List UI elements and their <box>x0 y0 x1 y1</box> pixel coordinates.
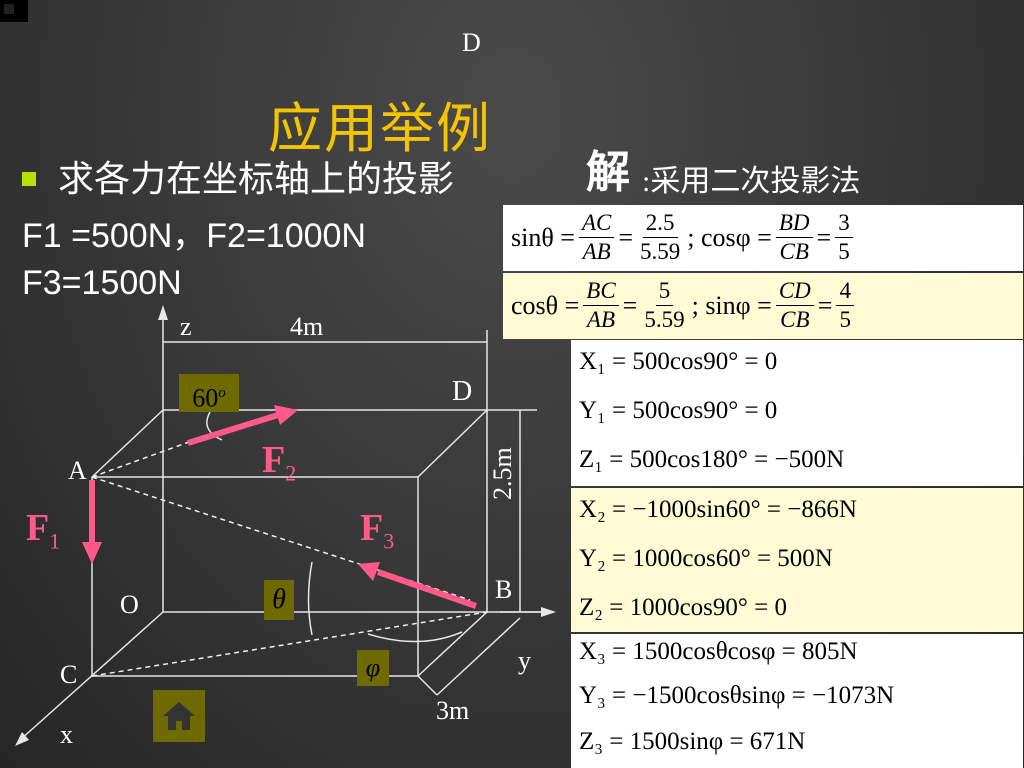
frac-bd: BD <box>775 209 813 238</box>
solution-method: :采用二次投影法 <box>642 165 861 198</box>
equations-force2: X₂ = −1000sin60° = −866N Y₂ = 1000cos60°… <box>571 488 1023 632</box>
point-a-label: A <box>68 456 87 485</box>
given-forces-line2: F3=1500N <box>22 264 182 302</box>
frac-cb2: CB <box>780 307 810 332</box>
x-axis-arrow <box>15 732 29 746</box>
bullet-square-icon <box>22 172 36 186</box>
frac-ac: AC <box>578 209 615 238</box>
eq-x3: X₃ = 1500cosθcosφ = 805N <box>579 638 858 665</box>
equations-force1: X₁ = 500cos90° = 0 Y₁ = 500cos90° = 0 Z₁… <box>571 340 1023 486</box>
eq-z3: Z₃ = 1500sinφ = 671N <box>579 728 806 755</box>
frac-val-559: 5.59 <box>640 239 681 264</box>
eq-y3: Y₃ = −1500cosθsinφ = −1073N <box>579 682 895 709</box>
home-button[interactable] <box>153 690 205 742</box>
sin-phi-label: ; sinφ = <box>691 290 772 320</box>
force-f2-label: F2 <box>262 439 297 486</box>
frac-val-5b: 5 <box>655 277 674 306</box>
frac-cb: CB <box>779 239 809 264</box>
eq-y1: Y₁ = 500cos90° = 0 <box>579 397 778 424</box>
force-f3-label: F3 <box>360 507 395 554</box>
y-axis-label: y <box>518 646 531 675</box>
frac-val-559b: 5.59 <box>644 307 685 332</box>
frac-cd: CD <box>775 277 814 306</box>
given-forces-line1: F1 =500N，F2=1000N <box>22 217 366 255</box>
point-d-label: D <box>452 376 473 407</box>
x-axis-label: x <box>60 720 73 749</box>
y-axis-arrow <box>541 607 556 617</box>
frac-val-5c: 5 <box>839 307 851 332</box>
angle-60-label: 60o <box>179 374 239 413</box>
sin-theta-label: sinθ = <box>511 222 575 252</box>
dim-4m-label: 4m <box>290 312 324 341</box>
theta-angle-label: θ <box>264 580 294 620</box>
frac-val-4: 4 <box>836 277 854 306</box>
dim-25m-label: 2.5m <box>488 447 517 500</box>
eq-z1: Z₁ = 500cos180° = −500N <box>579 446 845 473</box>
home-icon <box>163 702 195 730</box>
cos-phi-label: ; cosφ = <box>687 222 772 252</box>
point-b-label: B <box>495 575 513 604</box>
frac-val-25: 2.5 <box>642 209 678 238</box>
force-f2-arrow <box>187 412 279 446</box>
force-f3-arrow <box>377 569 477 609</box>
z-axis-arrow <box>158 305 168 320</box>
page-title: 应用举例 <box>268 99 492 159</box>
equations-force3: X₃ = 1500cosθcosφ = 805N Y₃ = −1500cosθs… <box>571 634 1023 768</box>
eq-x1: X₁ = 500cos90° = 0 <box>579 348 778 375</box>
solution-label: 解 <box>586 148 630 197</box>
bullet-text: 求各力在坐标轴上的投影 <box>58 159 455 199</box>
frac-ab2: AB <box>586 307 616 332</box>
point-o-label: O <box>120 590 139 619</box>
point-c-label: C <box>60 660 78 689</box>
frac-val-5: 5 <box>838 239 850 264</box>
eq-y2: Y₂ = 1000cos60° = 500N <box>579 545 833 572</box>
corner-mark-inner <box>4 4 14 14</box>
frac-bc: BC <box>583 277 619 306</box>
force-f1-label: F1 <box>26 507 61 554</box>
cos-theta-label: cosθ = <box>511 290 580 320</box>
frac-ab: AB <box>582 239 611 264</box>
top-label: D <box>462 28 481 57</box>
z-axis-label: z <box>180 312 192 341</box>
dim-3m-label: 3m <box>436 696 470 725</box>
eq-z2: Z₂ = 1000cos90° = 0 <box>579 594 788 621</box>
eq-x2: X₂ = −1000sin60° = −866N <box>579 496 857 523</box>
phi-angle-label: φ <box>357 650 389 686</box>
frac-val-3: 3 <box>835 209 853 238</box>
